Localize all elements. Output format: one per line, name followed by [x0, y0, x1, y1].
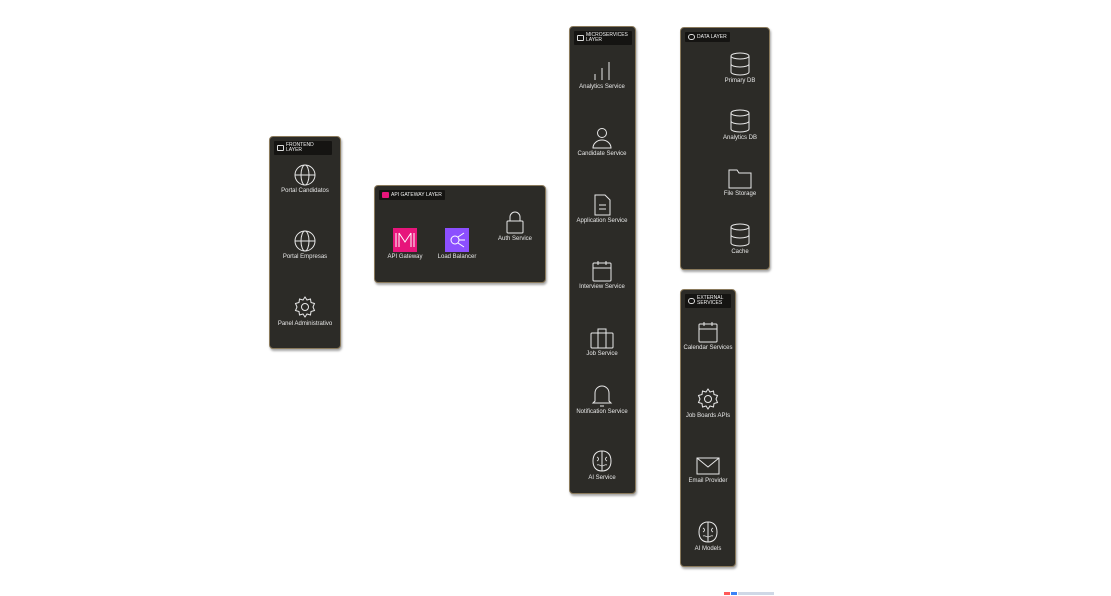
lock-icon [506, 211, 524, 234]
folder-icon [728, 169, 752, 189]
external-services-title: EXTERNAL SERVICES [685, 294, 731, 308]
cache-node[interactable]: Cache [710, 223, 770, 256]
analytics-service-label: Analytics Service [579, 84, 625, 90]
data-layer-panel: DATA LAYER Primary DB Analytics DB File … [680, 27, 770, 270]
gear-icon [294, 296, 316, 318]
cloud-icon [688, 298, 695, 304]
brain-icon [698, 521, 718, 543]
job-boards-apis-node[interactable]: Job Boards APIs [678, 387, 738, 420]
api-gateway-node[interactable]: API Gateway [375, 228, 435, 261]
ai-models-label: AI Models [694, 546, 722, 552]
ai-service-label: AI Service [588, 475, 616, 481]
globe-icon [294, 164, 316, 186]
analytics-service-node[interactable]: Analytics Service [572, 60, 632, 91]
database-icon [688, 34, 695, 40]
bar-chart-icon [594, 62, 610, 80]
file-storage-label: File Storage [723, 191, 757, 197]
load-balancer-label: Load Balancer [437, 254, 477, 260]
ai-models-node[interactable]: AI Models [678, 520, 738, 553]
portal-empresas-node[interactable]: Portal Empresas [275, 230, 335, 261]
analytics-db-label: Analytics DB [722, 135, 757, 141]
watermark-segment [738, 592, 774, 595]
calendar-icon [592, 261, 612, 282]
application-service-node[interactable]: Application Service [572, 194, 632, 225]
globe-icon [294, 230, 316, 252]
microservices-layer-panel: MICROSERVICES LAYER Analytics Service Ca… [569, 26, 636, 494]
portal-candidatos-node[interactable]: Portal Candidatos [275, 164, 335, 195]
api-gateway-layer-label: API GATEWAY LAYER [391, 191, 442, 198]
api-gateway-layer-title: API GATEWAY LAYER [379, 190, 445, 200]
analytics-db-node[interactable]: Analytics DB [710, 109, 770, 142]
file-storage-node[interactable]: File Storage [710, 167, 770, 198]
ai-service-node[interactable]: AI Service [572, 449, 632, 482]
calendar-icon [698, 322, 718, 343]
external-services-label: EXTERNAL SERVICES [697, 295, 724, 306]
api-gateway-icon [393, 228, 417, 252]
user-icon [592, 128, 612, 149]
cache-label: Cache [731, 249, 749, 255]
calendar-services-label: Calendar Services [683, 345, 733, 351]
panel-administrativo-node[interactable]: Panel Administrativo [275, 295, 335, 328]
job-service-label: Job Service [586, 351, 618, 357]
candidate-service-label: Candidate Service [577, 151, 627, 157]
mail-icon [696, 457, 720, 475]
application-service-label: Application Service [576, 218, 628, 224]
email-provider-node[interactable]: Email Provider [678, 456, 738, 485]
bell-icon [591, 385, 613, 407]
auth-service-label: Auth Service [497, 236, 533, 242]
watermark-logo [724, 592, 776, 596]
watermark-segment [731, 592, 737, 595]
external-services-panel: EXTERNAL SERVICES Calendar Services Job … [680, 289, 736, 567]
job-boards-apis-label: Job Boards APIs [685, 413, 731, 419]
frontend-layer-label: FRONTEND LAYER [286, 142, 314, 153]
brain-icon [592, 450, 612, 472]
portal-candidatos-label: Portal Candidatos [281, 188, 329, 194]
job-service-node[interactable]: Job Service [572, 327, 632, 358]
portal-empresas-label: Portal Empresas [282, 254, 328, 260]
database-icon [730, 109, 750, 133]
calendar-services-node[interactable]: Calendar Services [678, 321, 738, 352]
database-icon [730, 52, 750, 76]
watermark-segment [724, 592, 730, 595]
microservices-layer-label: MICROSERVICES LAYER [586, 32, 628, 43]
database-icon [730, 223, 750, 247]
document-icon [594, 194, 611, 216]
api-gateway-layer-panel: API GATEWAY LAYER API Gateway Load Balan… [374, 185, 546, 283]
primary-db-label: Primary DB [724, 78, 756, 84]
notification-service-label: Notification Service [576, 409, 628, 415]
load-balancer-node[interactable]: Load Balancer [427, 228, 487, 261]
interview-service-node[interactable]: Interview Service [572, 260, 632, 291]
interview-service-label: Interview Service [579, 284, 625, 290]
frontend-layer-panel: FRONTEND LAYER Portal Candidatos Portal … [269, 136, 341, 349]
microservices-layer-title: MICROSERVICES LAYER [574, 31, 632, 45]
candidate-service-node[interactable]: Candidate Service [572, 127, 632, 158]
data-layer-title: DATA LAYER [685, 32, 730, 42]
frontend-layer-title: FRONTEND LAYER [274, 141, 332, 155]
data-layer-label: DATA LAYER [697, 33, 727, 40]
panel-administrativo-label: Panel Administrativo [277, 321, 333, 327]
load-balancer-icon [445, 228, 469, 252]
monitor-icon [277, 145, 284, 151]
briefcase-icon [590, 328, 614, 349]
primary-db-node[interactable]: Primary DB [710, 52, 770, 85]
api-gateway-label: API Gateway [387, 254, 423, 260]
gear-icon [697, 388, 719, 410]
email-provider-label: Email Provider [688, 478, 728, 484]
gateway-badge-icon [382, 192, 389, 198]
notification-service-node[interactable]: Notification Service [572, 383, 632, 416]
server-icon [577, 35, 584, 41]
auth-service-node[interactable]: Auth Service [485, 210, 545, 243]
